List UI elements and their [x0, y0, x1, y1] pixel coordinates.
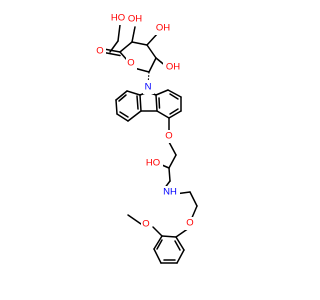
bond [148, 57, 157, 73]
atom-labels: HO O O OH OH OH N O HO NH O O [95, 12, 196, 231]
bond [189, 191, 198, 207]
hashed-bond [131, 28, 136, 43]
bond [139, 94, 142, 112]
atom-label-acid-ho: HO [111, 13, 125, 24]
atom-label-o-methoxy: O [142, 219, 149, 230]
bond [169, 108, 179, 115]
bond [174, 240, 181, 251]
atom-label-o-aryl: O [186, 218, 193, 229]
bond [176, 249, 185, 264]
bond [161, 164, 170, 169]
bond [168, 154, 177, 169]
bond [115, 99, 118, 115]
bond [126, 90, 141, 96]
bond [155, 89, 169, 96]
bond [119, 41, 133, 53]
bond [169, 93, 179, 100]
bond [156, 239, 163, 250]
atom-label-ring-o: O [127, 58, 134, 69]
bond [168, 167, 171, 182]
bond [152, 226, 163, 237]
structure-canvas: HO O O OH OH OH N O HO NH O O [95, 12, 198, 264]
bond [131, 41, 148, 46]
bond [168, 141, 177, 156]
atom-label-oh5: OH [166, 62, 180, 73]
bond [146, 44, 157, 59]
atom-label-acid-o: O [96, 46, 103, 57]
atom-label-nh: NH [163, 187, 177, 198]
bond [155, 94, 158, 112]
atom-label-oh4: OH [156, 23, 170, 34]
bond [158, 97, 161, 109]
bond [119, 111, 129, 118]
bond [127, 214, 142, 225]
atom-label-n9: N [145, 82, 152, 93]
bond [115, 90, 128, 101]
bond [175, 236, 185, 251]
bond [167, 89, 182, 98]
bond [118, 94, 127, 102]
wedge-bond [145, 41, 149, 49]
atom-label-ether-o: O [165, 131, 172, 142]
atom-label-oh-side: HO [146, 158, 160, 169]
bond [117, 24, 121, 42]
bond [153, 248, 162, 264]
bond [161, 235, 177, 238]
bond [131, 26, 136, 43]
wedge-bond [145, 70, 153, 74]
bond [103, 51, 121, 57]
bond [153, 235, 163, 250]
bond [103, 48, 121, 53]
bond [136, 95, 139, 110]
bond [127, 110, 142, 122]
atom-label-oh3: OH [128, 14, 142, 25]
bond [168, 110, 182, 119]
bond [156, 110, 170, 119]
bond [116, 113, 129, 122]
